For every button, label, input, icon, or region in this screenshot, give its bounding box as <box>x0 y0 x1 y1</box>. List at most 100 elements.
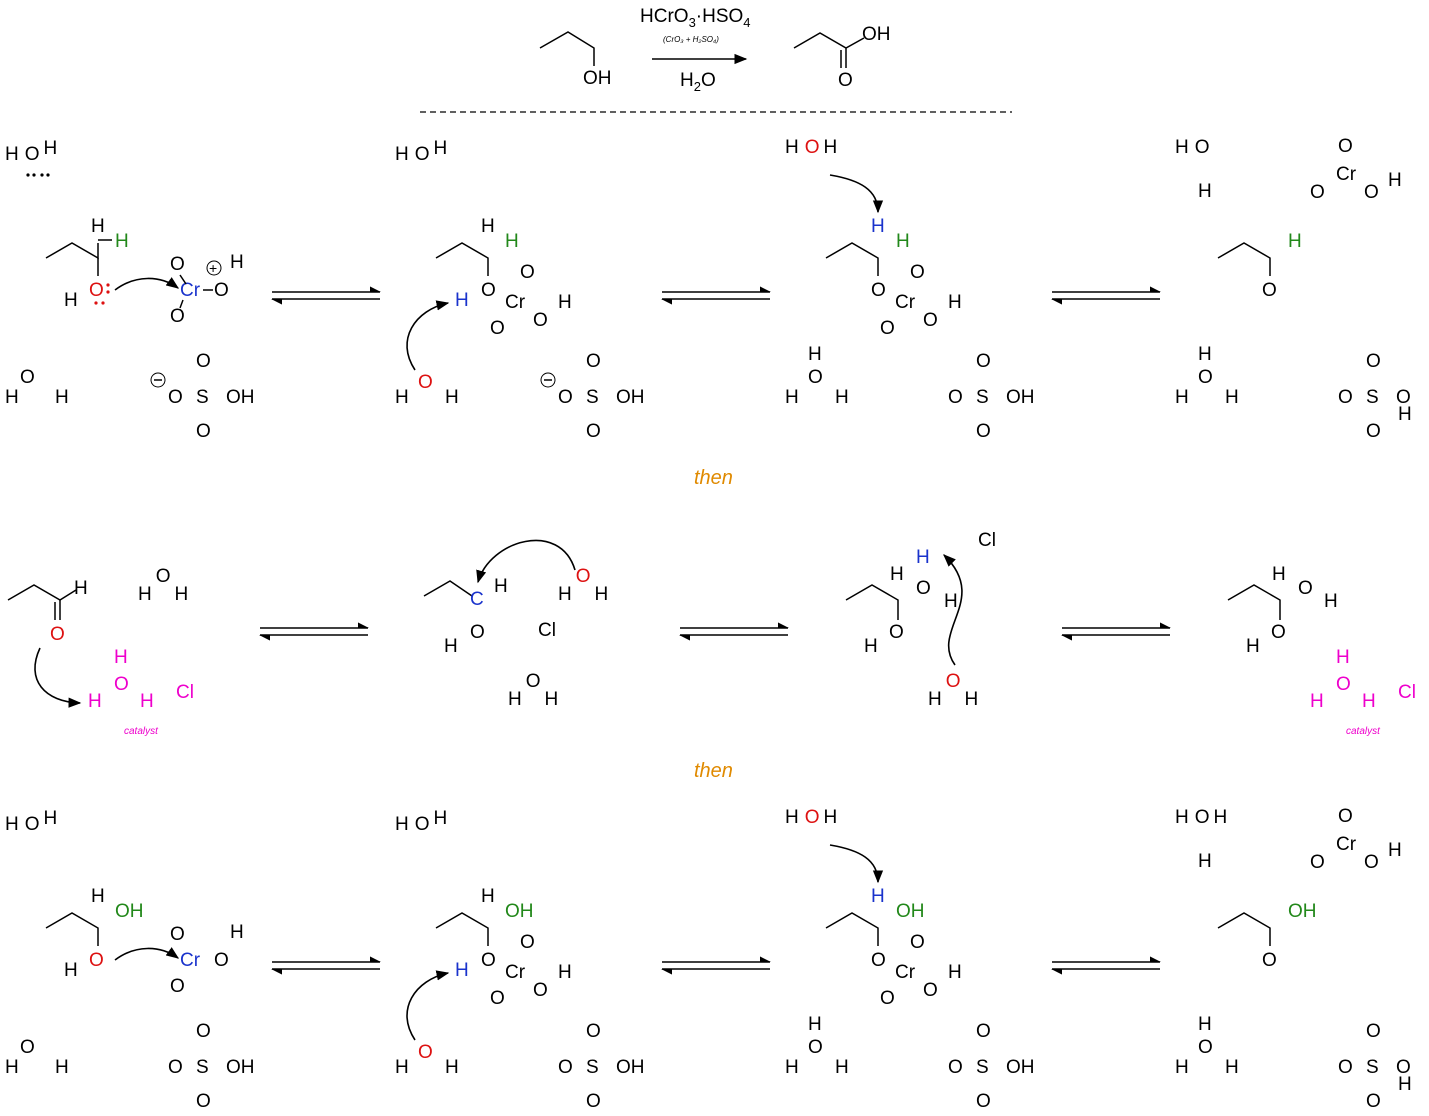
svg-text:H: H <box>835 1057 849 1078</box>
svg-text:H: H <box>785 1057 799 1078</box>
svg-text:O: O <box>880 988 895 1009</box>
svg-text:O: O <box>1336 674 1351 695</box>
svg-text:O: O <box>976 421 991 442</box>
svg-text:H: H <box>916 547 930 568</box>
svg-text:H: H <box>395 387 409 408</box>
svg-text:O: O <box>1366 1021 1381 1042</box>
acid-o-label: O <box>838 70 853 91</box>
svg-text:O: O <box>1366 351 1381 372</box>
svg-text:O: O <box>1298 578 1313 599</box>
svg-text:O: O <box>586 351 601 372</box>
svg-text:O: O <box>196 1091 211 1112</box>
acid-skeleton <box>793 32 865 49</box>
svg-text:HOH: HOH <box>1175 807 1227 828</box>
svg-text:H: H <box>55 387 69 408</box>
svg-text:O: O <box>586 1091 601 1112</box>
svg-text:O: O <box>533 980 548 1001</box>
svg-text:O: O <box>214 280 229 301</box>
svg-text:H: H <box>88 691 102 712</box>
svg-text:H: H <box>871 886 885 907</box>
svg-text:S: S <box>1366 1057 1379 1078</box>
svg-text:H: H <box>5 1057 19 1078</box>
bisulfate-anion: O O S OH O <box>948 1021 1035 1112</box>
svg-text:O: O <box>1271 622 1286 643</box>
svg-text:C: C <box>470 589 484 610</box>
svg-text:S: S <box>196 387 209 408</box>
svg-text:HOH: HOH <box>138 566 188 605</box>
svg-text:Cr: Cr <box>895 292 916 313</box>
alpha-h: H <box>115 231 129 252</box>
chromium-atom: Cr <box>180 280 201 301</box>
svg-text:O: O <box>89 950 104 971</box>
svg-text:+: + <box>209 260 217 276</box>
svg-text:O: O <box>520 262 535 283</box>
svg-text:H: H <box>55 1057 69 1078</box>
svg-text:O: O <box>418 1042 433 1063</box>
svg-text:HOH: HOH <box>395 808 447 835</box>
svg-text:H: H <box>230 252 244 273</box>
svg-text:O: O <box>923 310 938 331</box>
svg-text:H: H <box>1272 564 1286 585</box>
svg-text:H: H <box>1246 636 1260 657</box>
svg-text:S: S <box>586 387 599 408</box>
svg-text:O: O <box>470 622 485 643</box>
bisulfate-anion: O O S OH O <box>168 1021 255 1112</box>
svg-text:O: O <box>1310 852 1325 873</box>
acid-oh-label: OH <box>862 24 891 45</box>
svg-text:Cl: Cl <box>978 530 996 551</box>
svg-text:O: O <box>976 1091 991 1112</box>
svg-text:H: H <box>948 292 962 313</box>
bisulfate-anion: O O S OH O <box>540 351 645 442</box>
svg-text:O: O <box>168 1057 183 1078</box>
catalyst-label: catalyst <box>1346 726 1381 737</box>
svg-text:H: H <box>1198 851 1212 872</box>
svg-text:Cr: Cr <box>1336 834 1357 855</box>
bisulfate-anion: O O S OH O <box>150 351 255 442</box>
aldehyde-oxygen: O <box>1262 280 1277 301</box>
svg-text:O: O <box>1198 1037 1213 1058</box>
svg-text:O: O <box>916 578 931 599</box>
svg-text:H: H <box>91 886 105 907</box>
svg-text:H: H <box>808 1014 822 1035</box>
svg-text:H: H <box>64 290 78 311</box>
svg-text:H: H <box>558 962 572 983</box>
svg-text:H: H <box>74 578 88 599</box>
row-2-hydration: H O HOH H O H H Cl catalyst C H O H Cl <box>7 530 1416 737</box>
equilibrium-arrow <box>660 286 772 305</box>
reagent-detail: (CrO₃ + H₂SO₄) <box>663 35 719 44</box>
svg-text:H: H <box>835 387 849 408</box>
then-separator-2: then <box>694 760 733 782</box>
svg-text:H: H <box>481 216 495 237</box>
svg-text:H: H <box>948 962 962 983</box>
svg-text:O: O <box>558 387 573 408</box>
svg-text:H: H <box>785 387 799 408</box>
svg-text:H: H <box>114 647 128 668</box>
svg-text:OH: OH <box>616 1057 645 1078</box>
svg-text:H: H <box>558 292 572 313</box>
svg-text:O: O <box>871 950 886 971</box>
svg-text:O: O <box>170 254 185 275</box>
reagent-label: HCrO3·HSO4 <box>640 6 751 30</box>
catalyst-label: catalyst <box>124 726 159 737</box>
svg-text:O: O <box>20 367 35 388</box>
svg-text:O: O <box>1338 806 1353 827</box>
svg-text:HOH: HOH <box>558 566 608 605</box>
alcohol-oxygen: O <box>89 280 104 301</box>
svg-text:H: H <box>230 922 244 943</box>
svg-text:O: O <box>481 950 496 971</box>
equilibrium-arrow <box>678 622 790 641</box>
svg-text:O: O <box>196 351 211 372</box>
svg-text:OH: OH <box>896 901 925 922</box>
equilibrium-arrow <box>258 622 370 641</box>
svg-text:O: O <box>586 1021 601 1042</box>
bisulfate-anion: O O S O H O <box>1338 1021 1412 1112</box>
svg-text:O: O <box>1366 1091 1381 1112</box>
svg-text:OH: OH <box>505 901 534 922</box>
svg-text:H: H <box>505 231 519 252</box>
svg-text:O: O <box>910 932 925 953</box>
